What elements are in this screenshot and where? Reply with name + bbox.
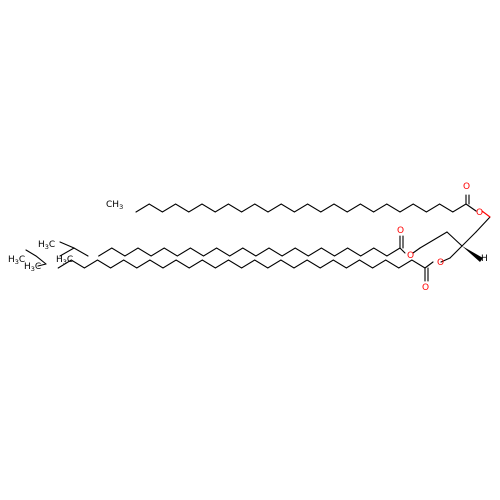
chain-middle <box>98 247 401 257</box>
oxygen-carbonyl-mid-label: O <box>397 226 404 236</box>
chain-middle-methyl-bond <box>59 241 75 249</box>
bond-lines <box>25 203 467 269</box>
chain-middle-branch <box>59 247 89 257</box>
hydrogen-stereo-label: H <box>481 254 488 264</box>
methyl-top-label: CH3 <box>106 200 123 211</box>
oxygen-ester-top-label: O <box>476 208 483 218</box>
oxygen-carbonyl-top-label: O <box>463 182 470 192</box>
methyl-low-end-label: H3C <box>8 255 25 266</box>
chain-top <box>135 203 467 213</box>
methyl-low-branch-label: H3C <box>24 262 41 273</box>
methyl-mid-branch-label: H3C <box>38 240 55 251</box>
oxygen-ester-low-label: O <box>437 258 444 268</box>
chain-bottom-methyl-bond <box>37 263 47 267</box>
atom-labels: O O O O O O H CH3 H3C H3C H3C H3C <box>8 182 488 293</box>
stereo-wedge <box>462 246 483 262</box>
methyl-mid-end-label: H3C <box>56 255 73 266</box>
chain-bottom-branch <box>25 249 47 265</box>
oxygen-carbonyl-low-label: O <box>422 283 429 293</box>
chain-bottom <box>57 259 426 269</box>
ester-groups <box>399 194 491 282</box>
oxygen-ester-mid-label: O <box>407 251 414 261</box>
glycerol-backbone <box>419 216 491 262</box>
